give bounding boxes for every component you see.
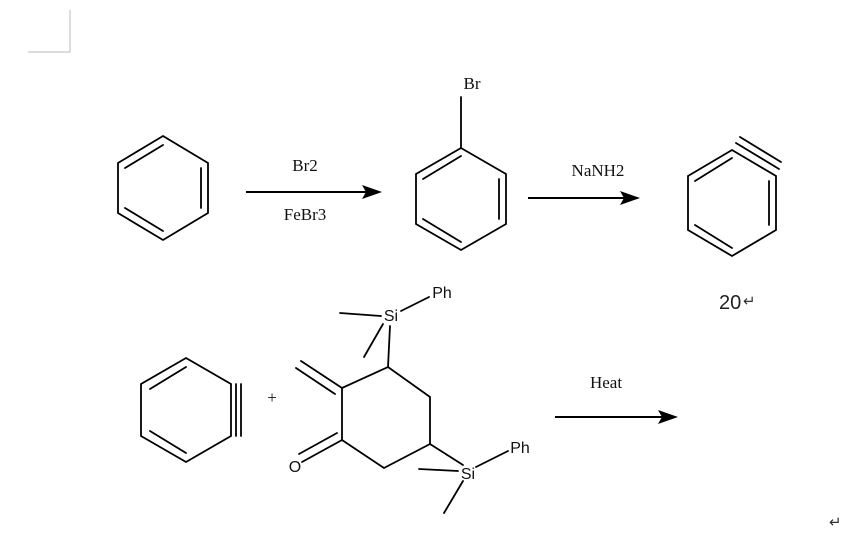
elimination-step: NaNH2 (528, 161, 640, 205)
end-return-mark: ↵ (829, 513, 842, 531)
heat-step: Heat (555, 373, 678, 424)
bromobenzene-structure: Br (415, 74, 507, 252)
phenyl-label-top: Ph (432, 285, 452, 302)
condition-heat: Heat (590, 373, 622, 392)
reagent-br2: Br2 (292, 156, 318, 175)
arrow-head-1 (362, 185, 382, 199)
bromine-label: Br (464, 74, 481, 93)
benzyne-structure-1 (687, 136, 782, 258)
benzyne-structure-2 (140, 356, 242, 464)
page-corner-mark (28, 10, 71, 53)
reagent-febr3: FeBr3 (284, 205, 327, 224)
plus-sign: + (267, 388, 277, 407)
cyclohexanone-bis-silyl-structure: O Si Ph Si Ph (289, 285, 530, 514)
arrow-head-3 (658, 410, 678, 424)
phenyl-label-bottom: Ph (510, 440, 530, 457)
compound-number: 20 (719, 292, 741, 314)
silicon-label-top: Si (384, 308, 398, 325)
arrow-head-2 (620, 191, 640, 205)
carbonyl-oxygen-label: O (289, 459, 301, 476)
bromination-step: Br2 FeBr3 (246, 156, 382, 224)
compound-number-label: 20 ↵ (719, 292, 756, 314)
paragraph-return-mark: ↵ (743, 292, 756, 310)
reagent-nanh2: NaNH2 (572, 161, 625, 180)
silicon-label-bottom: Si (461, 466, 475, 483)
benzene-structure (117, 134, 209, 242)
